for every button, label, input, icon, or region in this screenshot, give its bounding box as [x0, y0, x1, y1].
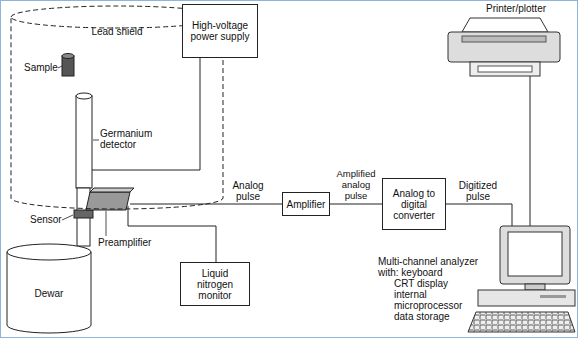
signal-label: Analog pulse [226, 180, 270, 202]
device-label: CRT display [394, 278, 448, 289]
node-text: Dewar [6, 288, 92, 299]
cylinder-outline [7, 244, 91, 333]
converter-box: Analog to digital converter [382, 178, 446, 230]
node-text: High-voltage power supply [186, 20, 254, 42]
device-label: data storage [394, 311, 450, 322]
part-label: Preamplifier [98, 237, 151, 248]
monitor-box: Liquid nitrogen monitor [180, 262, 250, 306]
monitor-wire [128, 206, 216, 262]
part-label: Sensor [30, 214, 62, 225]
hv-wire [92, 58, 200, 170]
device-label: internal microprocessor [394, 289, 469, 311]
part-label: Germanium detector [100, 128, 160, 150]
sample-vial [62, 54, 74, 77]
preamplifier [86, 192, 130, 210]
amplifier-box: Amplifier [282, 192, 330, 216]
node-text: Amplifier [287, 199, 326, 210]
node-text: Analog to digital converter [386, 188, 442, 221]
signal-label: Digitized pulse [452, 180, 504, 202]
sensor [74, 210, 93, 218]
part-label: Sample [24, 62, 58, 73]
printer-plotter [448, 18, 560, 76]
dewar: Dewar [6, 244, 92, 334]
node-text: Liquid nitrogen monitor [184, 268, 246, 301]
digitized-wire [446, 204, 512, 226]
leader-lines [58, 66, 106, 236]
printer-wire [530, 76, 531, 226]
power-supply-box: High-voltage power supply [182, 4, 258, 58]
device-label: with: keyboard [378, 267, 442, 278]
device-label: Printer/plotter [486, 3, 546, 14]
preamplifier-top [90, 188, 134, 192]
computer [468, 226, 575, 332]
wires [92, 58, 530, 262]
germanium-detector [76, 93, 92, 188]
device-label: Multi-channel analyzer [378, 256, 478, 267]
signal-wire [330, 204, 382, 205]
signal-label: Amplified analog pulse [332, 168, 380, 201]
